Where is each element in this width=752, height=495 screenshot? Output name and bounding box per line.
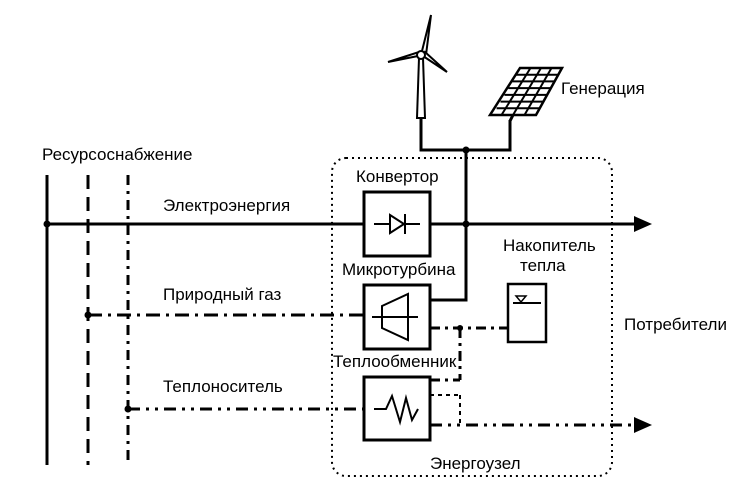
label-microturbine: Микротурбина: [342, 260, 456, 279]
electricity-arrow-icon: [634, 216, 652, 232]
diode-icon: [374, 213, 420, 235]
label-resource-supply: Ресурсоснабжение: [42, 145, 193, 164]
heat-storage-tank: [506, 282, 548, 344]
label-electricity: Электроэнергия: [163, 196, 290, 215]
heat-carrier-line: [124, 405, 364, 413]
electricity-line: [43, 216, 652, 232]
label-energy-hub: Энергоузел: [430, 454, 521, 473]
turbine-icon: [372, 292, 418, 342]
label-generation: Генерация: [561, 79, 645, 98]
converter-box: [362, 190, 432, 258]
natural-gas-line: [84, 311, 364, 319]
generation-feed: [419, 118, 512, 302]
label-natural-gas: Природный газ: [163, 285, 282, 304]
label-converter: Конвертор: [356, 167, 439, 186]
heat-exchanger-box: [362, 375, 432, 442]
wind-turbine-icon: [387, 14, 448, 119]
label-heat-storage-1: Накопитель: [503, 236, 596, 255]
tank-icon: [513, 295, 541, 304]
label-heat-exchanger: Теплообменник: [333, 352, 457, 371]
label-heat-carrier: Теплоноситель: [163, 377, 283, 396]
solar-panel-icon: [487, 66, 565, 122]
coil-icon: [374, 393, 419, 426]
energy-hub-boundary: [331, 157, 613, 477]
supply-buses: [45, 175, 130, 465]
label-consumers: Потребители: [624, 315, 727, 334]
label-heat-storage-2: тепла: [520, 256, 566, 275]
heat-distribution-lines: [430, 325, 652, 433]
microturbine-box: [362, 283, 432, 351]
heat-arrow-icon: [634, 417, 652, 433]
